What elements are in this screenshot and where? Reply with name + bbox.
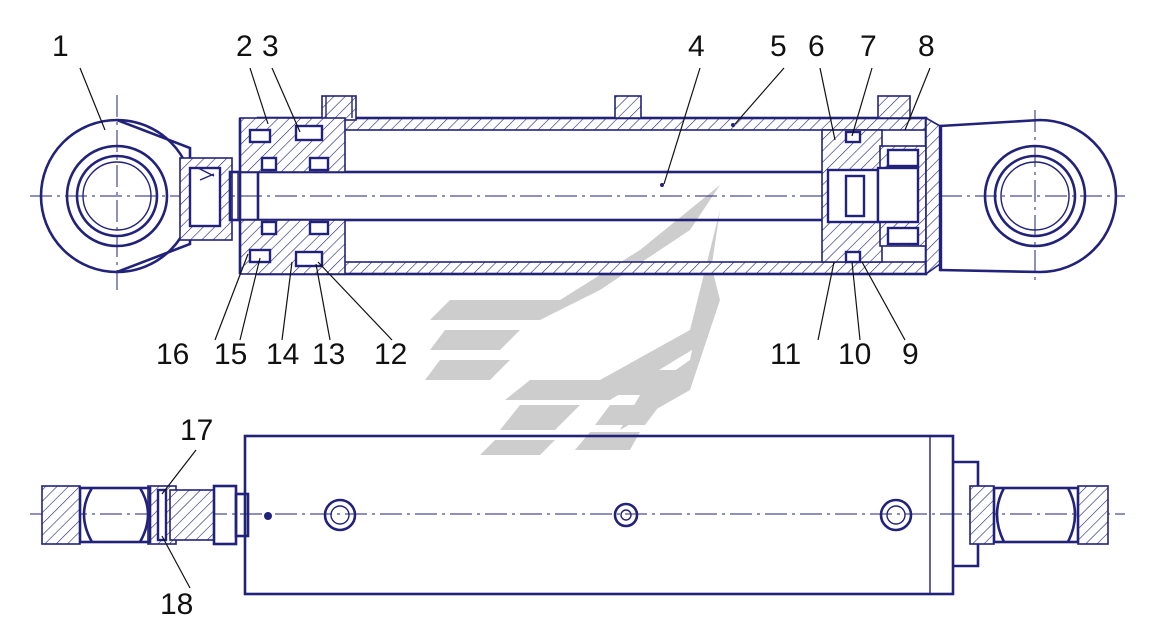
callout-9: 9 <box>902 338 919 371</box>
callout-16: 16 <box>156 338 189 371</box>
callout-2: 2 <box>236 30 253 63</box>
callout-7: 7 <box>860 30 877 63</box>
rod-gland <box>238 117 346 275</box>
callout-13: 13 <box>312 338 345 371</box>
callout-labels: 1 2 3 4 5 6 7 8 9 10 11 12 13 14 15 16 1… <box>52 30 935 621</box>
leader-lines-top <box>79 67 931 341</box>
callout-4: 4 <box>688 30 705 63</box>
bottom-rod-eye-left <box>41 484 250 546</box>
logo-watermark-icon <box>425 185 720 455</box>
callout-15: 15 <box>214 338 247 371</box>
rear-end-cap <box>925 116 1118 276</box>
callout-10: 10 <box>838 338 871 371</box>
rod-eye-right <box>983 144 1087 248</box>
callout-11: 11 <box>770 338 801 371</box>
bottom-rod-eye-right <box>953 460 1109 568</box>
port-right <box>877 95 911 119</box>
callout-18: 18 <box>160 588 193 621</box>
callout-17: 17 <box>180 414 213 447</box>
piston <box>821 129 883 264</box>
port-middle <box>614 95 642 119</box>
leader-lines-bottom <box>161 449 197 589</box>
callout-14: 14 <box>266 338 299 371</box>
piston-nut <box>876 145 927 247</box>
callout-3: 3 <box>262 30 279 63</box>
callout-12: 12 <box>374 338 407 371</box>
callout-6: 6 <box>808 30 825 63</box>
callout-8: 8 <box>918 30 935 63</box>
callout-1: 1 <box>52 30 69 63</box>
callout-5: 5 <box>770 30 787 63</box>
port-left <box>321 95 357 121</box>
bottom-barrel <box>243 434 955 596</box>
rod-eye-neck <box>179 157 233 241</box>
